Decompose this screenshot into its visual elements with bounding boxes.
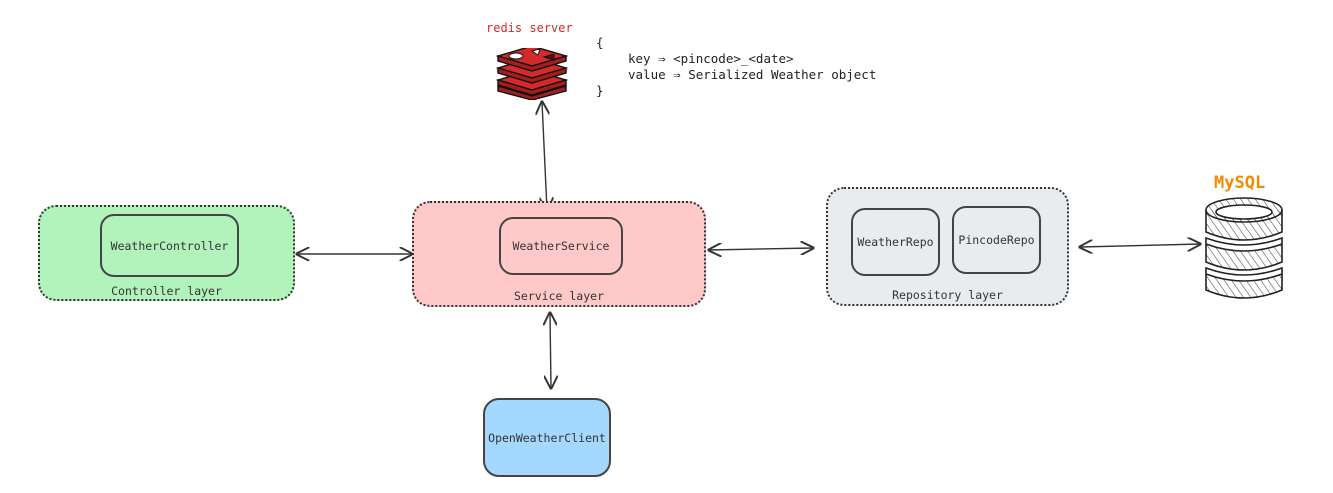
open-weather-client-box: OpenWeatherClient [483,398,611,477]
controller-layer-label: Controller layer [111,284,222,298]
service-layer-label: Service layer [513,289,604,303]
controller-layer: WeatherController Controller layer [38,205,295,301]
redis-note-value: value ⇒ Serialized Weather object [628,67,877,82]
redis-server-label: redis server [486,21,573,35]
weather-service-box: WeatherService [499,217,623,275]
mysql-label: MySQL [1214,173,1266,193]
pincode-repo-box: PincodeRepo [952,206,1041,274]
database-icon [1205,197,1283,299]
weather-repo-box: WeatherRepo [851,208,940,276]
repository-layer: WeatherRepo PincodeRepo Repository layer [826,187,1069,306]
repository-layer-label: Repository layer [892,288,1003,302]
service-client-arrow [550,313,551,388]
service-repository-arrow [709,248,813,250]
redis-note-open: { [596,35,604,50]
redis-icon [495,48,569,100]
repository-mysql-arrow [1080,244,1200,247]
redis-service-arrow [542,102,547,210]
redis-note-key: key ⇒ <pincode>_<date> [628,51,794,66]
redis-note-close: } [596,83,604,98]
weather-controller-box: WeatherController [100,214,239,277]
service-layer: WeatherService Service layer [412,201,706,307]
